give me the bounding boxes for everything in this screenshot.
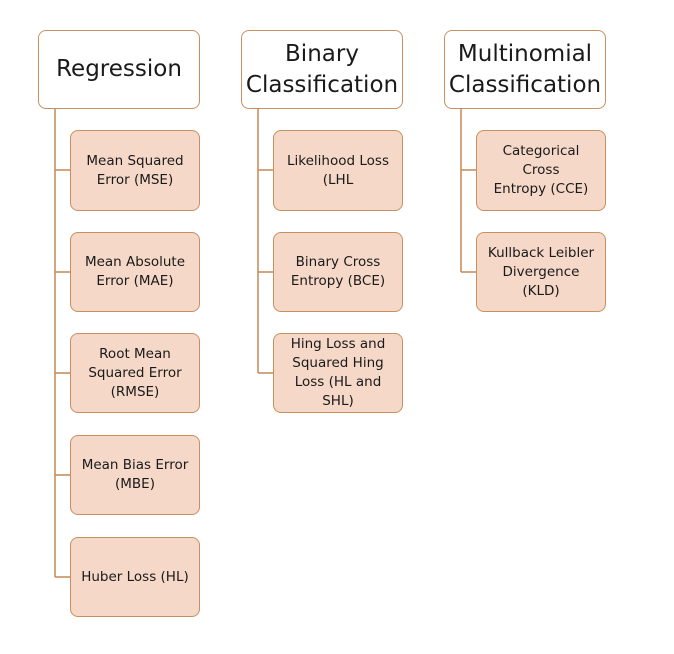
mbe-node: Mean Bias Error (MBE)	[70, 435, 200, 515]
bce-node: Binary Cross Entropy (BCE)	[273, 232, 403, 312]
cce-node: Categorical Cross Entropy (CCE)	[476, 130, 606, 211]
mae-node: Mean Absolute Error (MAE)	[70, 232, 200, 312]
rmse-node: Root Mean Squared Error (RMSE)	[70, 333, 200, 413]
hl-node: Huber Loss (HL)	[70, 537, 200, 617]
mse-node: Mean Squared Error (MSE)	[70, 130, 200, 211]
hl-shl-node: Hing Loss and Squared Hing Loss (HL and …	[273, 333, 403, 413]
binary-classification-header: Binary Classification	[241, 30, 403, 109]
regression-header: Regression	[38, 30, 200, 109]
lhl-node: Likelihood Loss (LHL	[273, 130, 403, 211]
kld-node: Kullback Leibler Divergence (KLD)	[476, 232, 606, 312]
multinomial-classification-header: Multinomial Classification	[444, 30, 606, 109]
